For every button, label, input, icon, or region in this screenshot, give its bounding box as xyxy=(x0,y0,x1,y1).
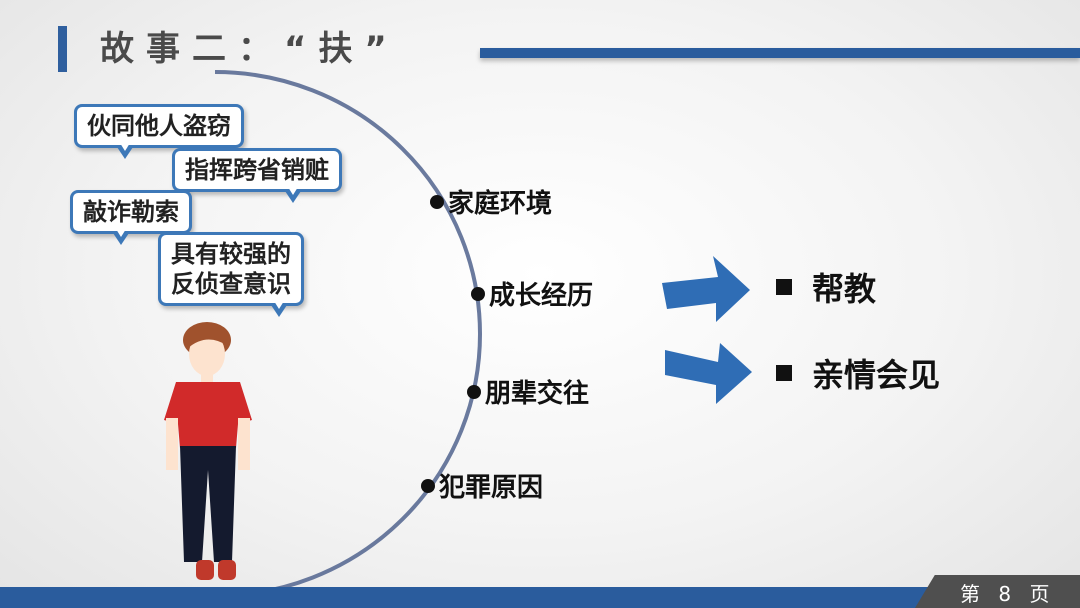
speech-bubble-theft: 伙同他人盗窃 xyxy=(74,104,244,159)
boy-figure xyxy=(164,322,252,580)
bubble-text: 反侦查意识 xyxy=(171,270,291,298)
point-family: 家庭环境 xyxy=(430,183,552,220)
page-number-value: 8 xyxy=(998,582,1018,606)
speech-bubble-extortion: 敲诈勒索 xyxy=(70,190,192,245)
square-bullet-icon xyxy=(776,365,792,381)
arrow-icon xyxy=(662,256,750,322)
result-label: 帮教 xyxy=(812,270,877,308)
page-number-tab xyxy=(915,575,1080,608)
title-underline xyxy=(480,48,1080,58)
title-accent-bar xyxy=(58,26,67,72)
point-causes: 犯罪原因 xyxy=(421,467,543,504)
speech-bubble-anti-detection: 具有较强的 反侦查意识 xyxy=(158,232,304,317)
bullet-dot-icon xyxy=(430,194,444,209)
point-label: 犯罪原因 xyxy=(439,473,544,503)
point-label: 成长经历 xyxy=(489,281,594,311)
bullet-dot-icon xyxy=(421,478,435,493)
point-label: 家庭环境 xyxy=(448,189,553,219)
result-label: 亲情会见 xyxy=(812,356,941,394)
page-number: 第 8 页 xyxy=(960,578,1055,607)
point-label: 朋辈交往 xyxy=(485,379,590,409)
bubble-text: 具有较强的 xyxy=(171,240,291,268)
bubble-text: 指挥跨省销赃 xyxy=(185,156,329,184)
bullet-dot-icon xyxy=(467,384,481,399)
square-bullet-icon xyxy=(776,279,792,295)
point-peers: 朋辈交往 xyxy=(467,373,589,410)
result-family-visit: 亲情会见 xyxy=(776,350,940,396)
bubble-text: 敲诈勒索 xyxy=(83,198,179,226)
speech-bubble-fencing: 指挥跨省销赃 xyxy=(172,148,342,203)
footer-bar xyxy=(0,587,1080,608)
page-title: 故事二：“扶” xyxy=(100,29,399,69)
bullet-dot-icon xyxy=(471,286,485,301)
arrow-icon xyxy=(665,343,752,404)
result-mentoring: 帮教 xyxy=(776,264,876,310)
page-prefix: 第 xyxy=(960,582,986,606)
point-growth: 成长经历 xyxy=(471,275,593,312)
bubble-text: 伙同他人盗窃 xyxy=(87,112,231,140)
page-suffix: 页 xyxy=(1029,582,1056,606)
